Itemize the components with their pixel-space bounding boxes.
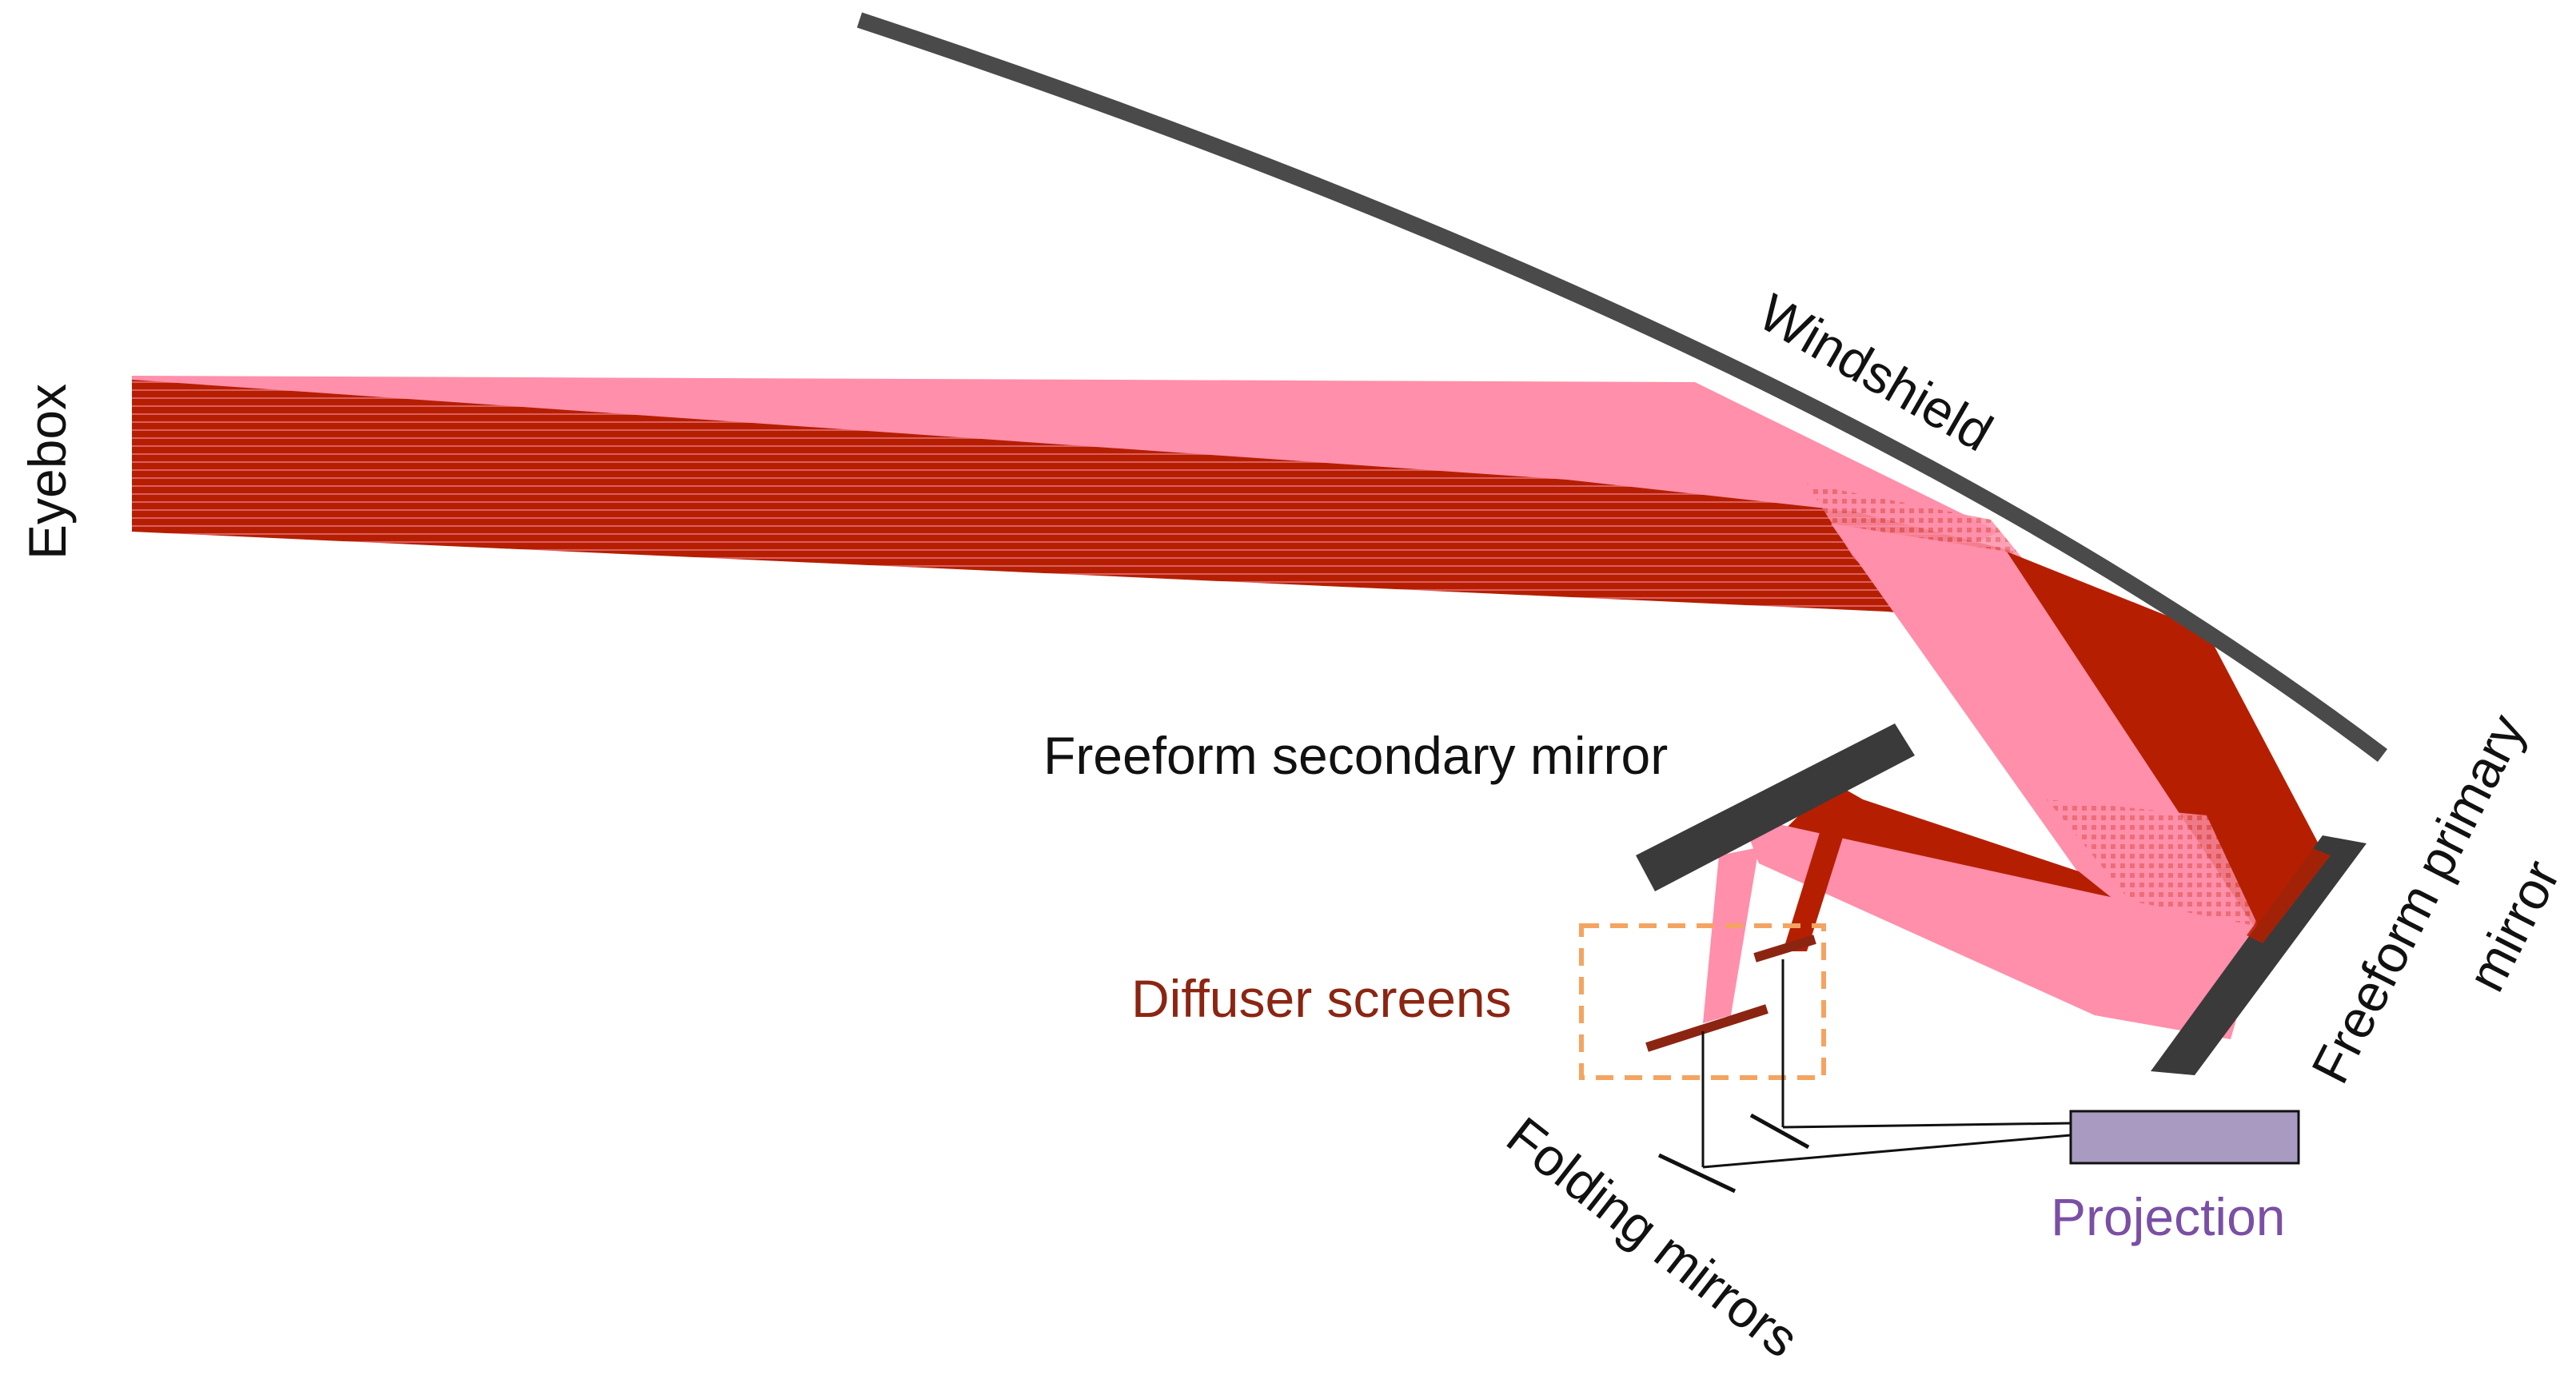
projection-unit — [2069, 1110, 2300, 1165]
label-secondary-mirror: Freeform secondary mirror — [1043, 726, 1668, 785]
diffuser-screen-upper — [1753, 935, 1816, 963]
label-diffuser-screens: Diffuser screens — [1131, 969, 1512, 1028]
label-folding-mirrors: Folding mirrors — [1496, 1106, 1809, 1369]
diffuser-screen-lower — [1645, 1004, 1769, 1052]
beam-windshield-to-primary-red — [2007, 552, 2323, 951]
primary-mirror-edge — [2247, 847, 2331, 943]
folding-mirror-lower — [1657, 1153, 1737, 1194]
beam-secondary-to-diffuser-red — [1783, 791, 1855, 951]
diffuser-box — [1579, 923, 1826, 1080]
secondary-mirror — [1636, 723, 1915, 891]
folding-mirror-rays — [1701, 959, 2072, 1169]
beam-secondary-to-diffuser-pink — [1703, 847, 1759, 1023]
windshield-curve — [856, 12, 2388, 762]
label-eyebox: Eyebox — [18, 384, 77, 560]
beam-primary-hatch — [2047, 799, 2263, 935]
beam-primary-to-secondary-pink — [1747, 823, 2263, 1039]
primary-mirror — [2151, 835, 2367, 1075]
label-primary-mirror-line2: mirror — [2456, 851, 2571, 1000]
label-projection: Projection — [2051, 1187, 2286, 1246]
folding-mirror-upper — [1749, 1113, 1810, 1150]
beam-eyebox-red — [132, 380, 2015, 616]
